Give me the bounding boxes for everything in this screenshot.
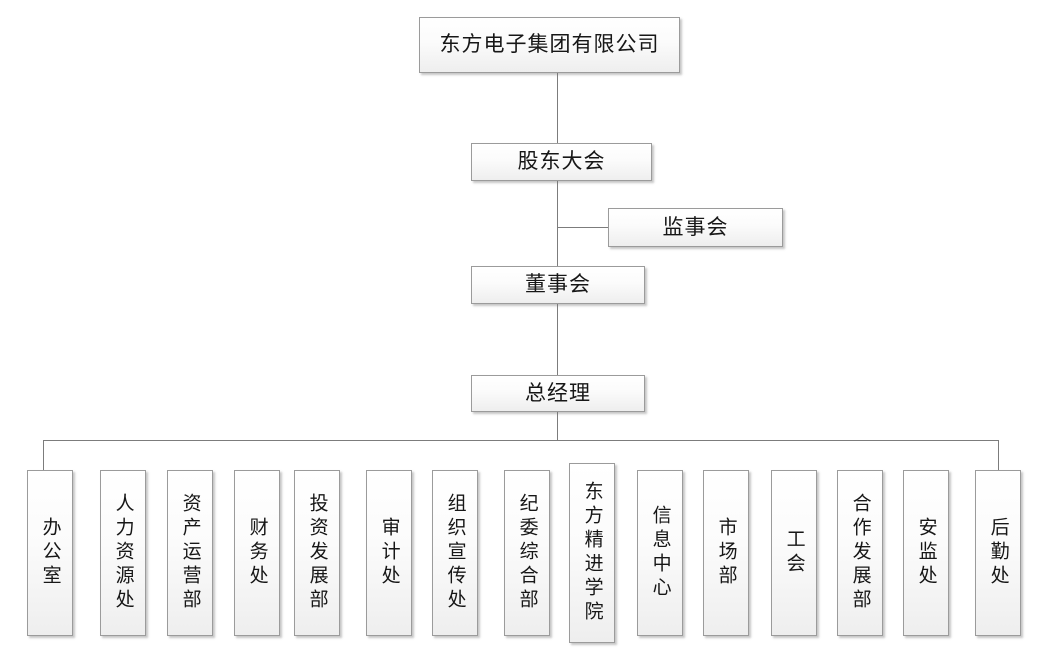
node-department-information-center[interactable]: 信息中心 [637,470,683,636]
node-department-marketing[interactable]: 市场部 [703,470,749,636]
connector-company-to-shareholders [557,72,558,143]
node-department-office[interactable]: 办公室 [27,470,73,636]
connector-general-manager-to-bus [557,411,558,440]
connector-board-to-general-manager [557,303,558,375]
node-board-of-directors[interactable]: 董事会 [471,266,645,304]
connector-shareholders-to-board [557,180,558,266]
connector-bus-to-first-department [43,440,44,470]
node-company[interactable]: 东方电子集团有限公司 [419,17,680,73]
node-department-dongfang-academy[interactable]: 东方精进学院 [569,463,615,643]
connector-board-branch-to-supervisors [557,227,608,228]
node-department-human-resources[interactable]: 人力资源处 [100,470,146,636]
node-department-organization-publicity[interactable]: 组织宣传处 [432,470,478,636]
node-department-discipline-inspection[interactable]: 纪委综合部 [504,470,550,636]
node-department-cooperation-development[interactable]: 合作发展部 [837,470,883,636]
node-department-audit[interactable]: 审计处 [366,470,412,636]
node-department-labor-union[interactable]: 工会 [771,470,817,636]
connector-department-bus [43,440,999,441]
node-department-asset-operations[interactable]: 资产运营部 [167,470,213,636]
node-department-investment-development[interactable]: 投资发展部 [294,470,340,636]
connector-bus-to-last-department [998,440,999,470]
node-department-finance[interactable]: 财务处 [234,470,280,636]
node-department-safety-supervision[interactable]: 安监处 [903,470,949,636]
node-department-logistics[interactable]: 后勤处 [975,470,1021,636]
node-shareholders-meeting[interactable]: 股东大会 [471,143,652,181]
node-board-of-supervisors[interactable]: 监事会 [608,208,783,247]
node-general-manager[interactable]: 总经理 [471,375,645,412]
